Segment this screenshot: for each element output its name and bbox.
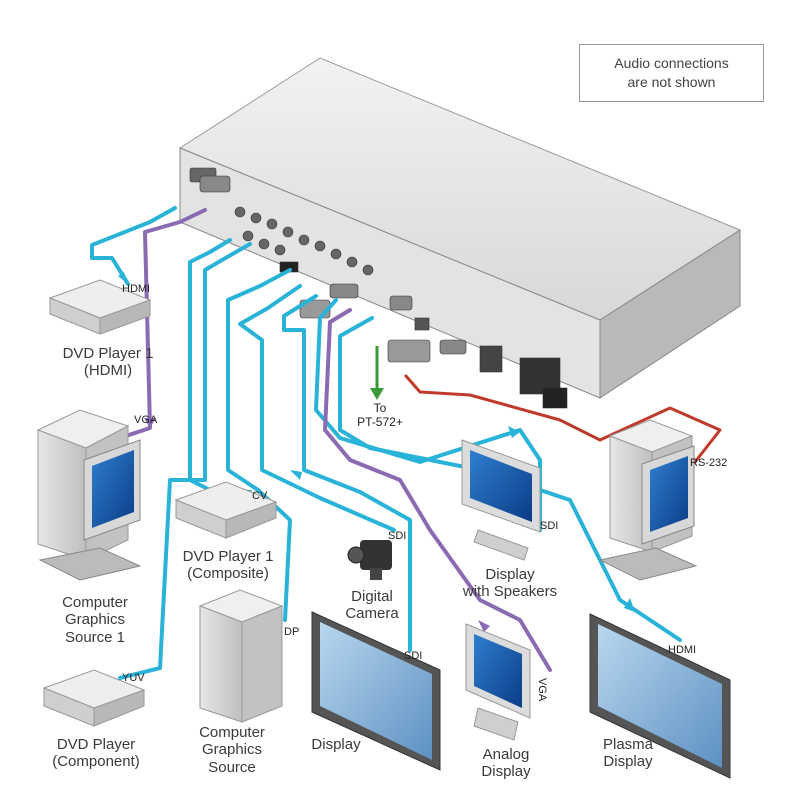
scaler-unit [178,57,742,409]
label-dvd-composite-line2: (Composite) [187,565,269,583]
plasma-display [589,613,731,779]
label-display-line1: Display [311,736,361,753]
tag-sdi-display: SDI [404,650,423,662]
tag-sdi-speakers: SDI [540,520,559,532]
label-pc2: Computer Graphics Source [180,724,284,776]
arrow-heads [118,272,635,632]
audio-note-line2: are not shown [627,74,716,90]
tag-vga-out: VGA [536,678,548,702]
label-display: Display [298,736,374,753]
tag-sdi-camera: SDI [388,530,407,542]
label-speakers-line1: Display [485,566,535,583]
tag-to-pt572-line1: To [373,401,387,415]
tag-to-pt572: To PT-572+ [348,401,412,430]
label-analog-display: Analog Display [466,746,546,781]
dvd-player-component [42,669,146,727]
label-dvd-hdmi-line2: (HDMI) [83,362,133,380]
label-dvd-component-line1: DVD Player [56,736,136,753]
label-dvd-component: DVD Player (Component) [36,736,156,771]
computer-source-1 [36,409,142,581]
label-pc1-line2: Graphics [64,611,126,629]
label-plasma-line1: Plasma [602,736,654,753]
display-with-speakers [461,439,541,561]
digital-camera [347,540,392,580]
label-dvd-composite-line1: DVD Player 1 [182,548,274,565]
cables [90,206,722,680]
tag-vga-in: VGA [134,414,158,426]
label-pc1: Computer Graphics Source 1 [40,594,150,646]
label-dvd-hdmi-line1: DVD Player 1 [62,345,154,362]
label-camera-line1: Digital [351,588,393,605]
tag-rs232: RS-232 [690,457,728,469]
label-analog-line1: Analog [482,746,530,763]
dvd-player-composite [174,481,278,539]
label-display-speakers: Display with Speakers [448,566,572,601]
tag-dp: DP [284,626,300,638]
label-pc2-line2: Graphics [201,741,263,759]
computer-source-2 [198,589,284,723]
tag-hdmi-in: HDMI [122,283,151,295]
label-analog-line2: Display [481,763,531,781]
label-dvd-component-line2: (Component) [52,753,140,771]
tag-to-pt572-line2: PT-572+ [357,414,403,429]
tag-cv: CV [252,490,268,502]
label-pc1-line1: Computer [62,594,128,611]
label-dvd-composite: DVD Player 1 (Composite) [168,548,288,583]
label-plasma: Plasma Display [586,736,670,771]
analog-display [465,623,531,741]
label-camera: Digital Camera [330,588,414,623]
display [311,611,441,771]
rs232-computer [598,419,698,581]
label-pc2-line1: Computer [199,724,265,741]
label-camera-line2: Camera [345,605,399,623]
tag-yuv: YUV [122,672,145,684]
pt572-arrow [370,346,384,400]
label-pc1-line3: Source 1 [64,628,126,646]
label-dvd-hdmi: DVD Player 1 (HDMI) [48,345,168,380]
dvd-player-hdmi [48,279,152,335]
audio-note-line1: Audio connections [614,55,729,72]
label-pc2-line3: Source [208,758,256,776]
label-plasma-line2: Display [603,753,653,771]
audio-note: Audio connections are not shown [579,44,764,102]
label-speakers-line2: with Speakers [462,583,558,601]
tag-hdmi-out: HDMI [668,644,697,656]
